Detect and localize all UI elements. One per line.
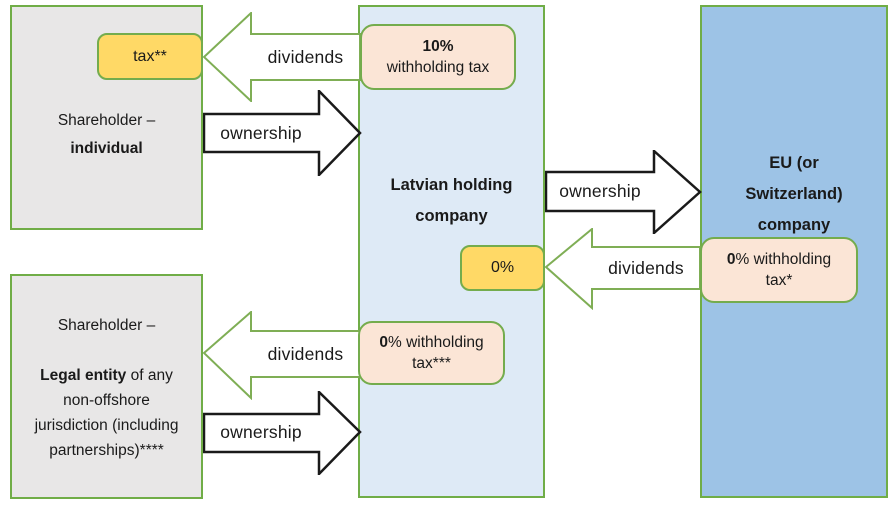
ownership-arrow-bottom-label: ownership (220, 421, 302, 442)
tax-badge-individual: tax** (97, 33, 203, 80)
zero-percent-badge: 0% (460, 245, 545, 291)
withholding-tax-10-badge: 10% withholding tax (360, 24, 516, 90)
shareholder-legal-entity-box (10, 274, 203, 499)
withholding-tax-0-legal-badge: 0% withholding tax*** (358, 321, 505, 385)
ownership-arrow-bottom (203, 391, 362, 475)
withholding-tax-0-eu-badge: 0% withholding tax* (700, 237, 858, 303)
dividends-arrow-top-label: dividends (267, 46, 344, 67)
ownership-arrow-mid (545, 150, 702, 234)
dividends-arrow-mid-label: dividends (608, 257, 684, 278)
ownership-arrow-top (203, 90, 362, 176)
shareholder-legal-entity-label: Shareholder – Legal entity of any non-of… (34, 317, 179, 459)
latvian-holding-company-label: Latvian holding company (390, 176, 513, 225)
ownership-arrow-top-label: ownership (220, 122, 302, 143)
shareholder-individual-label: Shareholder – individual (57, 112, 156, 157)
ownership-arrow-mid-label: ownership (559, 181, 641, 201)
eu-company-label: EU (or Switzerland) company (745, 154, 843, 234)
dividends-arrow-bottom-label: dividends (267, 343, 344, 364)
